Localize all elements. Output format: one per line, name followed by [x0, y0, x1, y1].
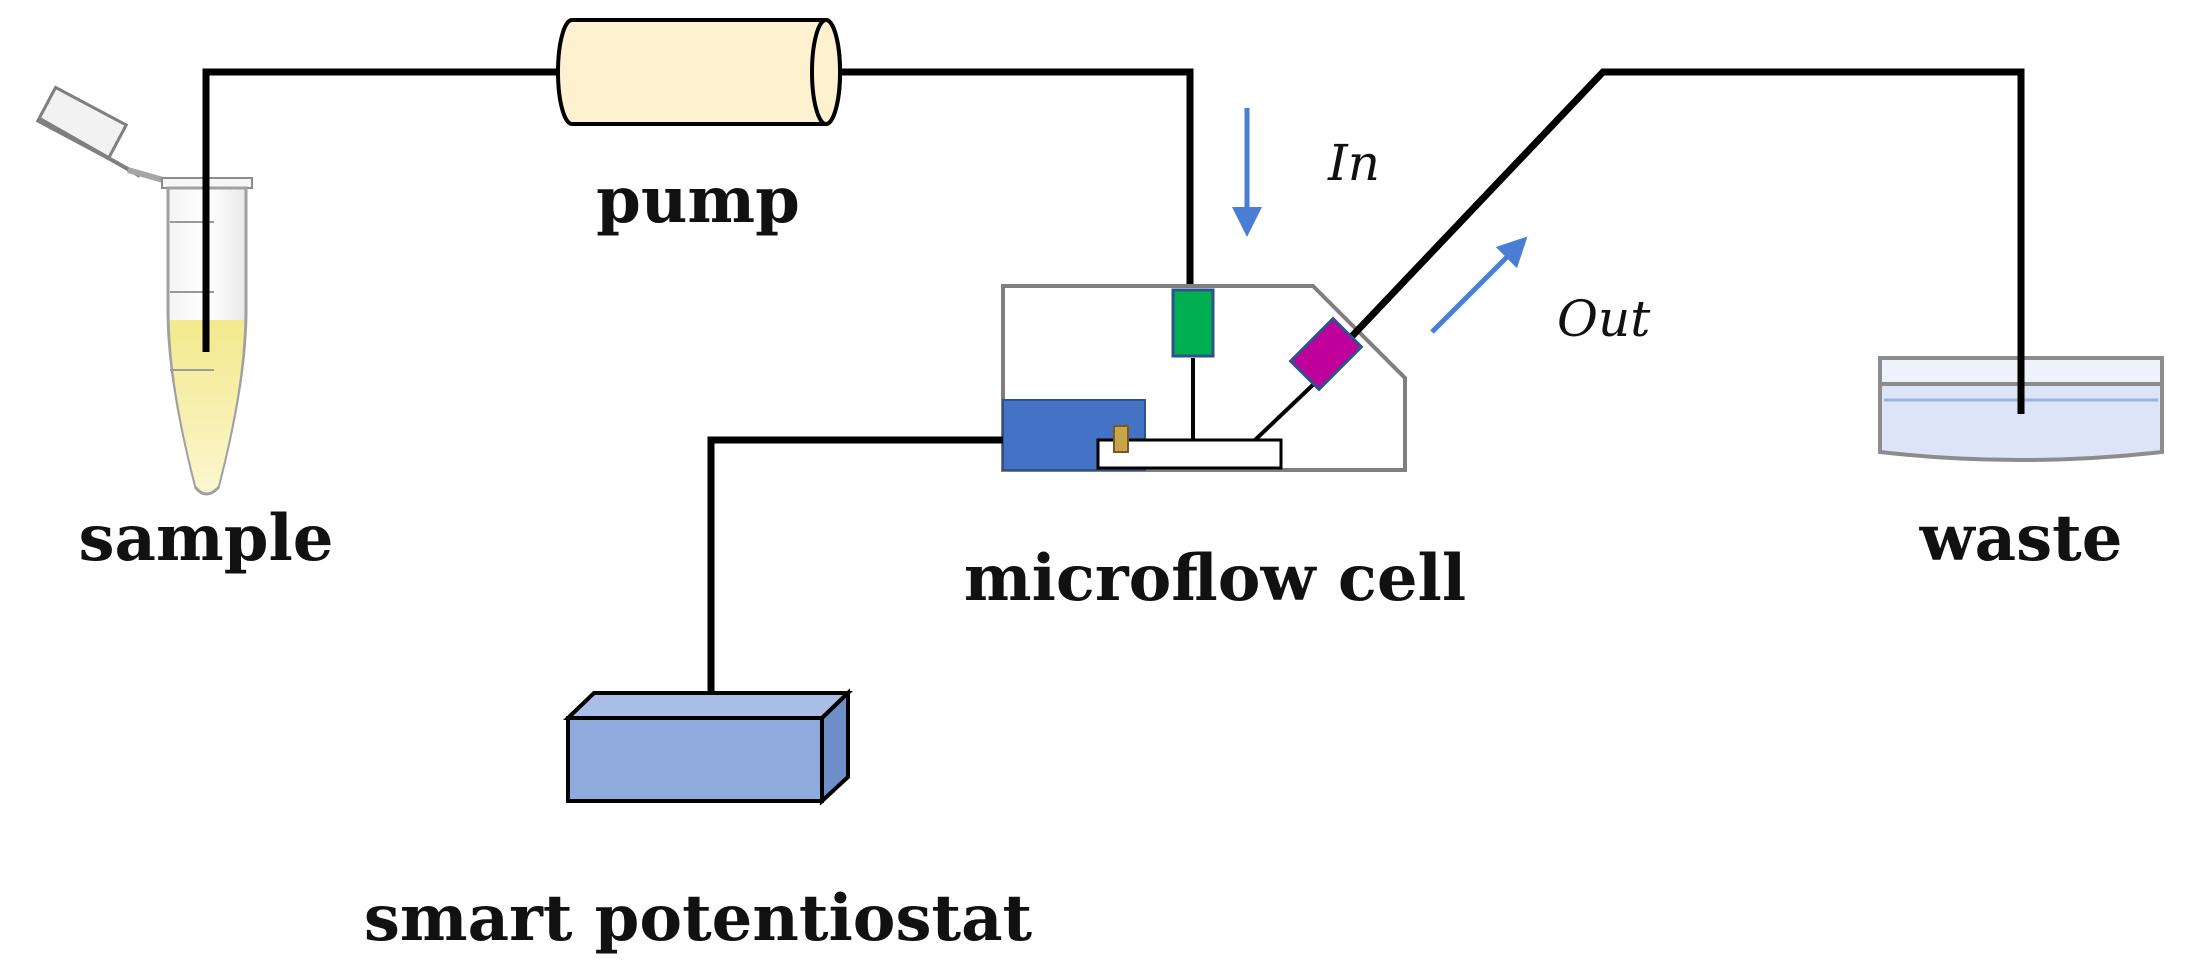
sample-inlet-tubing — [202, 68, 560, 352]
inlet-label: In — [1327, 134, 1380, 192]
waste-label: waste — [1919, 501, 2123, 576]
outlet-to-waste-tubing — [1315, 68, 2025, 414]
outlet-connector — [1288, 316, 1364, 392]
microflow-cell-label: microflow cell — [964, 541, 1466, 616]
smart-potentiostat-label: smart potentiostat — [364, 881, 1033, 956]
potentiostat-cable — [707, 436, 1003, 694]
sample-liquid — [170, 320, 244, 492]
inlet-connector — [1171, 288, 1215, 358]
outlet-channel — [1253, 378, 1320, 442]
screen-printed-electrode — [1096, 438, 1283, 470]
pump-label: pump — [596, 163, 800, 238]
microflow-cell — [1001, 284, 1407, 472]
smart-potentiostat — [563, 688, 853, 806]
outlet-label: Out — [1557, 290, 1651, 348]
sample-tube — [35, 85, 253, 496]
electrode-contact-pad — [1113, 425, 1129, 453]
pump — [556, 18, 842, 126]
outlet-flow-arrow — [1430, 236, 1528, 334]
pump-to-cell-tubing — [838, 68, 1194, 290]
sample-label: sample — [79, 501, 334, 576]
sample-tube-lid — [35, 85, 171, 185]
